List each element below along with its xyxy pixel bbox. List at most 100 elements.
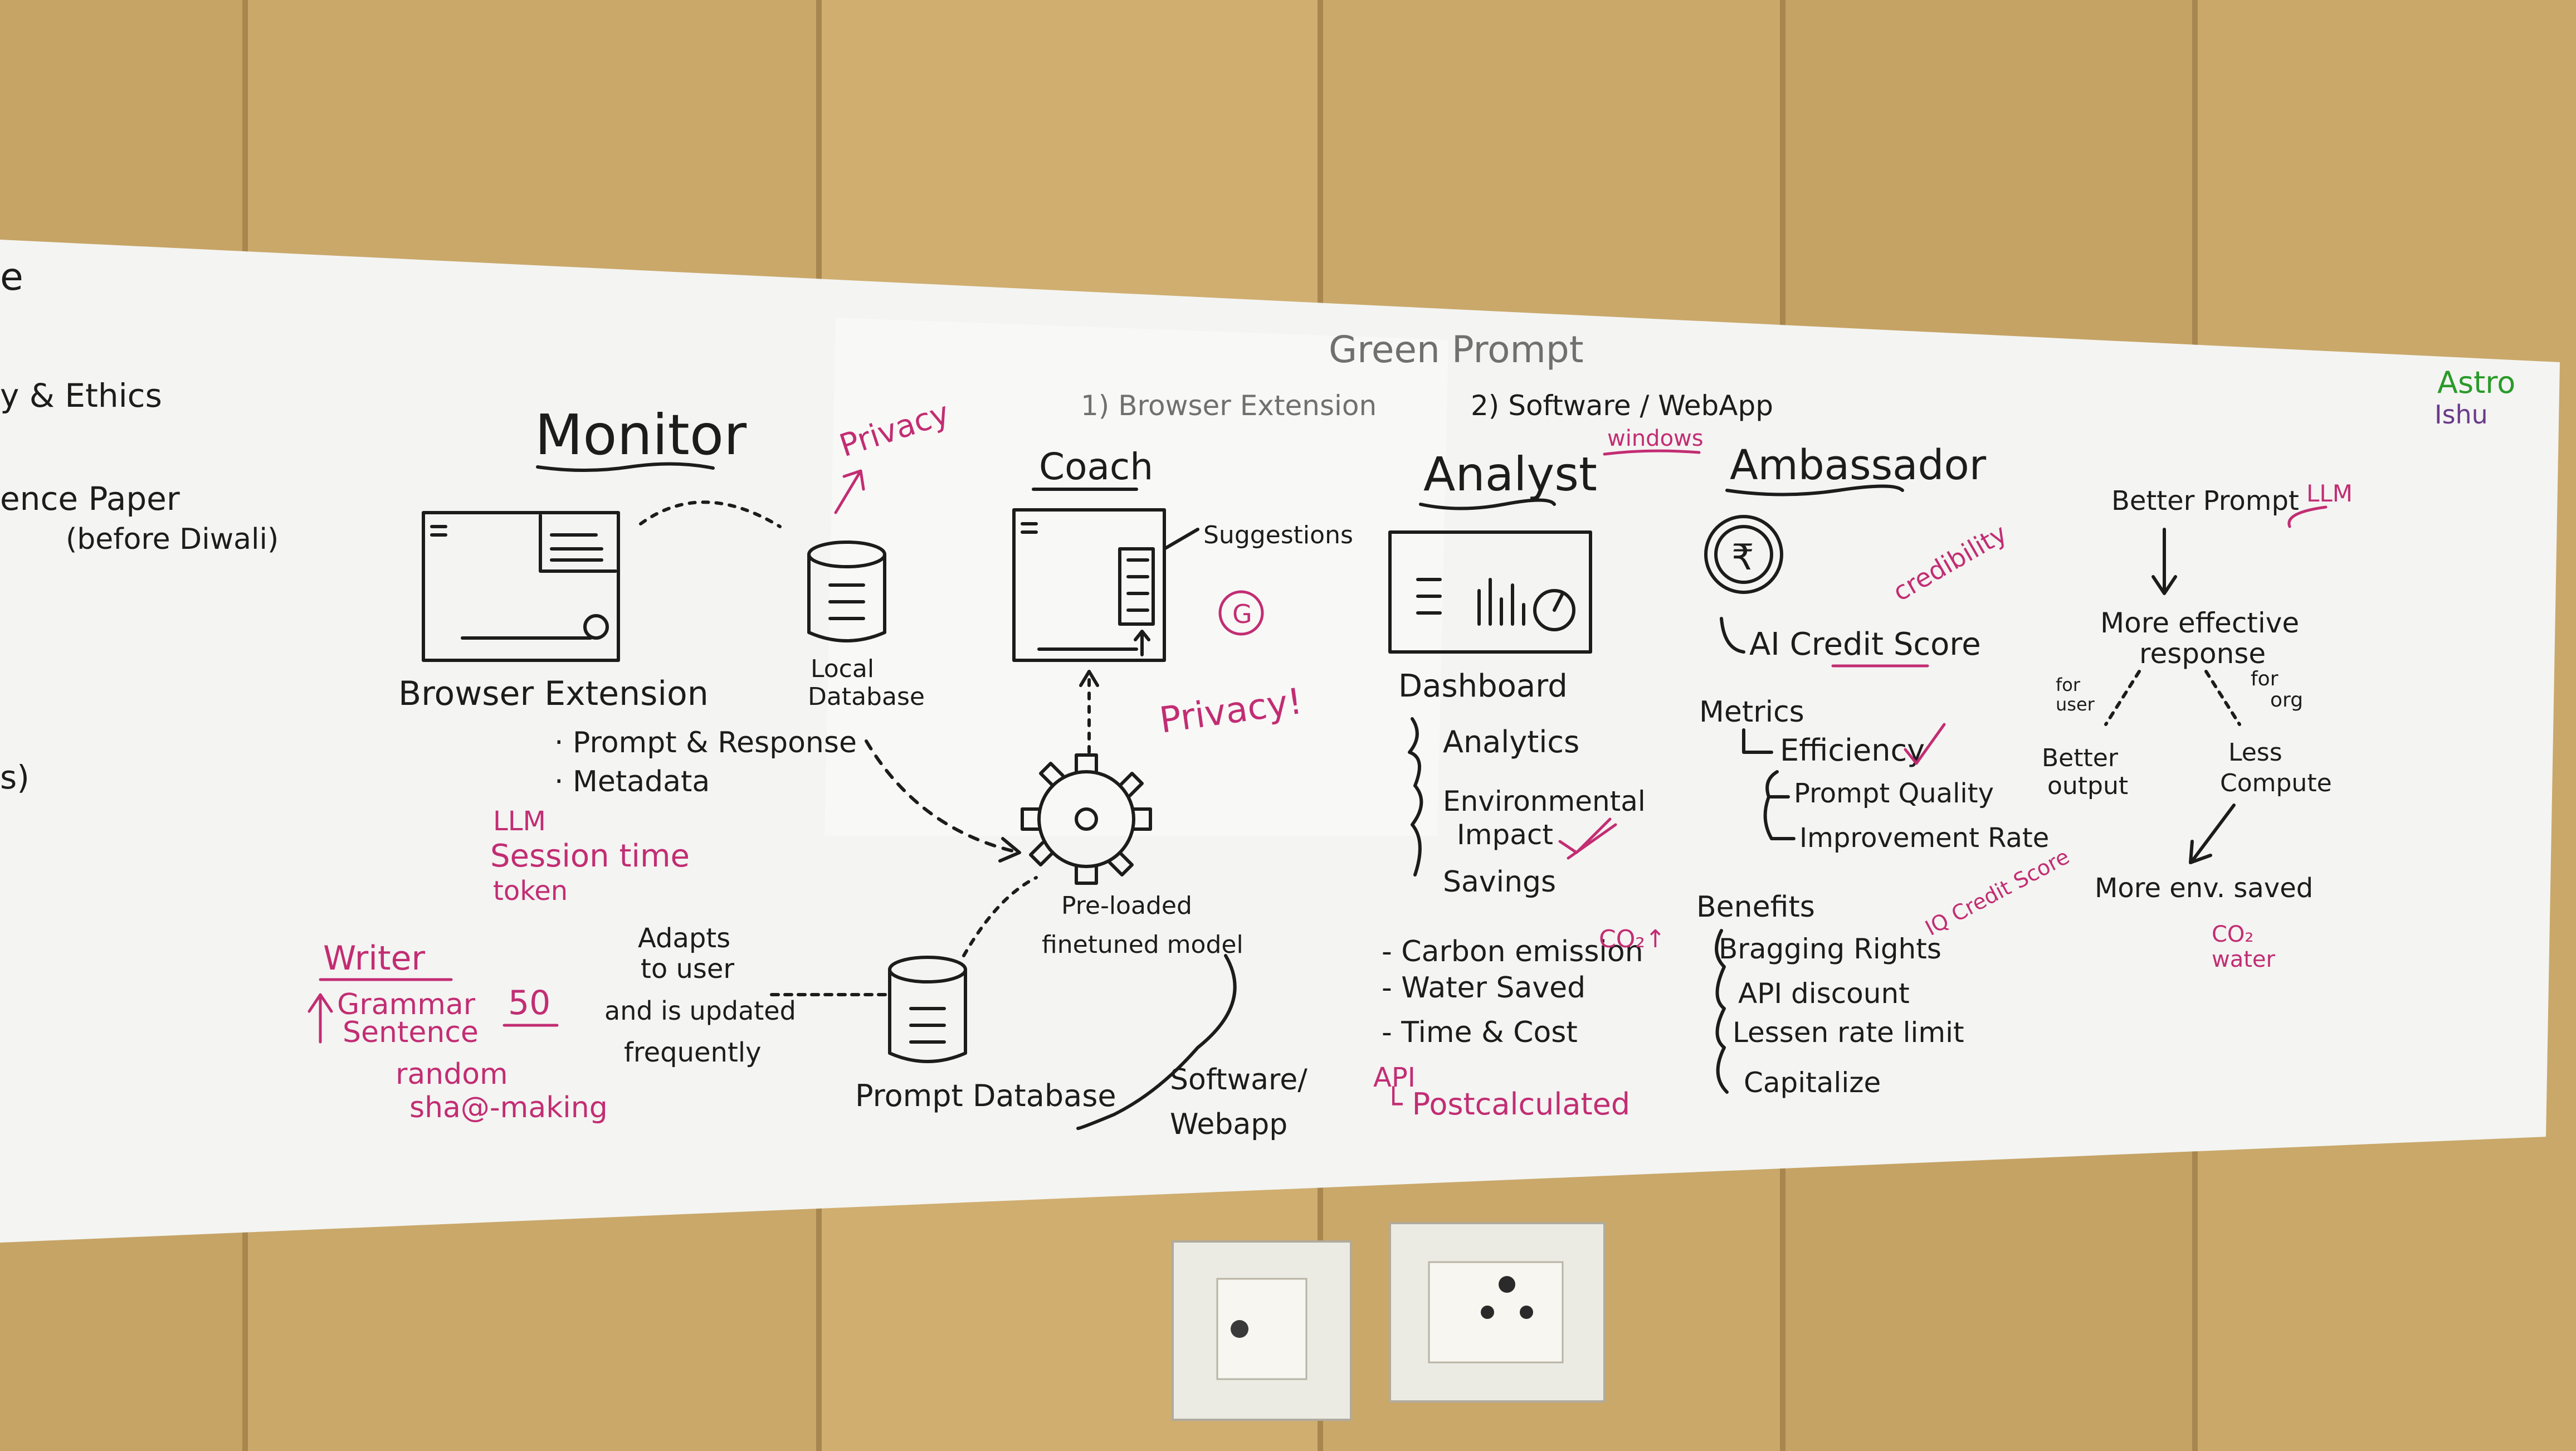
better-prompt-water: water	[2212, 947, 2276, 972]
coach-window-sketch	[1012, 508, 1166, 662]
analyst-title: Analyst	[1423, 447, 1597, 501]
coach-software1: Software/	[1170, 1063, 1307, 1097]
better-prompt-effective1: More effective	[2100, 607, 2299, 639]
promptdb-to-gear-arrow	[962, 876, 1038, 957]
monitor-to-db-arrow	[639, 500, 782, 528]
analyst-env2: Impact	[1457, 819, 1553, 851]
browser-extension-label: Browser Extension	[398, 674, 709, 713]
coach-circle-letter: G	[1232, 599, 1252, 629]
better-prompt-title: Better Prompt	[2111, 485, 2299, 517]
analyst-dashboard: Dashboard	[1398, 668, 1568, 704]
coach-preloaded1: Pre-loaded	[1061, 892, 1192, 920]
better-prompt-effective2: response	[2139, 637, 2266, 670]
to-env-arrow	[2189, 804, 2236, 864]
less-compute-1: Less	[2228, 738, 2282, 767]
ambassador-b2: API discount	[1738, 977, 1910, 1010]
better-output-1: Better	[2042, 744, 2119, 772]
local-db-label1: Local	[811, 655, 874, 683]
wall-socket-plate	[1389, 1222, 1606, 1403]
ambassador-b3: Lessen rate limit	[1733, 1016, 1964, 1049]
coach-preloaded2: finetuned model	[1042, 931, 1243, 959]
left-edge-line2: y & Ethics	[0, 377, 162, 415]
analyst-api: API	[1373, 1062, 1416, 1093]
rupee-coin-icon	[1704, 515, 1783, 594]
ambassador-b1: Bragging Rights	[1719, 933, 1941, 965]
header-option1: 1) Browser Extension	[1081, 389, 1377, 422]
more-env-saved: More env. saved	[2095, 873, 2313, 904]
monitor-pink1: LLM	[493, 806, 546, 837]
analyst-savings: Savings	[1443, 865, 1556, 899]
gear-icon	[1021, 753, 1152, 885]
better-output-2: output	[2047, 772, 2128, 800]
coach-software2: Webapp	[1170, 1108, 1287, 1141]
writer-random2: sha@-making	[409, 1091, 608, 1124]
coach-title: Coach	[1039, 445, 1153, 488]
analyst-env1: Environmental	[1443, 785, 1646, 817]
ambassador-improvement: Improvement Rate	[1799, 822, 2049, 854]
analyst-co2: CO₂↑	[1599, 925, 1666, 953]
rupee-symbol: ₹	[1731, 537, 1754, 578]
writer-up-arrow-icon	[308, 993, 333, 1044]
coach-prompt-db: Prompt Database	[855, 1078, 1116, 1113]
writer-random1: random	[396, 1058, 508, 1091]
left-edge-line1: e	[0, 255, 23, 299]
analyst-bracket	[1408, 717, 1423, 877]
efficiency-check-icon	[1904, 723, 1946, 765]
monitor-pink3: token	[493, 875, 568, 907]
ambassador-benefits: Benefits	[1696, 890, 1815, 924]
ambassador-title: Ambassador	[1730, 441, 1987, 489]
astro-name2: Ishu	[2434, 400, 2488, 430]
coach-adapts3: and is updated	[604, 996, 796, 1026]
ambassador-ai-credit: AI Credit Score	[1749, 626, 1981, 663]
ambassador-quality: Prompt Quality	[1794, 778, 1994, 809]
left-edge-line3: ence Paper	[0, 480, 180, 518]
header-option2: 2) Software / WebApp	[1471, 389, 1773, 422]
ambassador-b4: Capitalize	[1744, 1067, 1881, 1099]
coach-adapts1: Adapts	[638, 923, 730, 954]
for-org-1: for	[2251, 668, 2279, 690]
header-option2-note: windows	[1607, 426, 1704, 451]
monitor-pink2: Session time	[490, 838, 690, 874]
db-to-gear-arrow	[865, 739, 1021, 854]
local-database-icon	[807, 541, 886, 642]
analyst-postcal: └ Postcalculated	[1384, 1086, 1630, 1122]
impact-check-icon	[1558, 817, 1617, 860]
whiteboard-sheet	[0, 240, 2560, 1243]
writer-title: Writer	[323, 939, 425, 978]
analyst-analytics: Analytics	[1443, 724, 1579, 759]
for-user-2: user	[2056, 694, 2095, 715]
writer-number: 50	[508, 983, 550, 1022]
ambassador-efficiency: Efficiency	[1780, 733, 1925, 768]
down-arrow-icon	[2151, 528, 2177, 595]
prompt-database-icon	[888, 956, 967, 1063]
analyst-carbon: - Carbon emission	[1382, 935, 1643, 968]
left-edge-line5: s)	[0, 758, 30, 796]
wall-switch-plate	[1172, 1240, 1352, 1421]
privacy-arrow-icon	[834, 469, 865, 514]
to-user-arrow	[2104, 670, 2141, 726]
monitor-title: Monitor	[535, 402, 747, 468]
for-org-2: org	[2270, 689, 2303, 712]
benefits-bracket	[1715, 929, 1729, 1094]
writer-grammar: Grammar	[337, 988, 476, 1021]
header-title: Green Prompt	[1329, 328, 1584, 371]
writer-sentence: Sentence	[343, 1016, 479, 1049]
ambassador-metrics: Metrics	[1699, 695, 1804, 729]
analyst-water: - Water Saved	[1382, 971, 1585, 1005]
software-brace	[1076, 954, 1237, 1130]
analyst-time: - Time & Cost	[1382, 1016, 1578, 1049]
local-db-label2: Database	[808, 683, 925, 711]
better-prompt-co2: CO₂	[2212, 922, 2253, 947]
browser-window-sketch	[422, 511, 620, 662]
less-compute-2: Compute	[2220, 769, 2332, 797]
better-prompt-llm: LLM	[2306, 480, 2353, 507]
coach-circle-icon	[1218, 590, 1264, 636]
to-org-arrow	[2204, 670, 2241, 726]
for-user-1: for	[2056, 674, 2081, 695]
coach-suggestions: Suggestions	[1203, 521, 1353, 549]
monitor-bullet2: · Metadata	[554, 765, 710, 798]
dashboard-sketch	[1388, 530, 1592, 654]
astro-name1: Astro	[2437, 365, 2515, 400]
coach-adapts2: to user	[641, 953, 734, 985]
